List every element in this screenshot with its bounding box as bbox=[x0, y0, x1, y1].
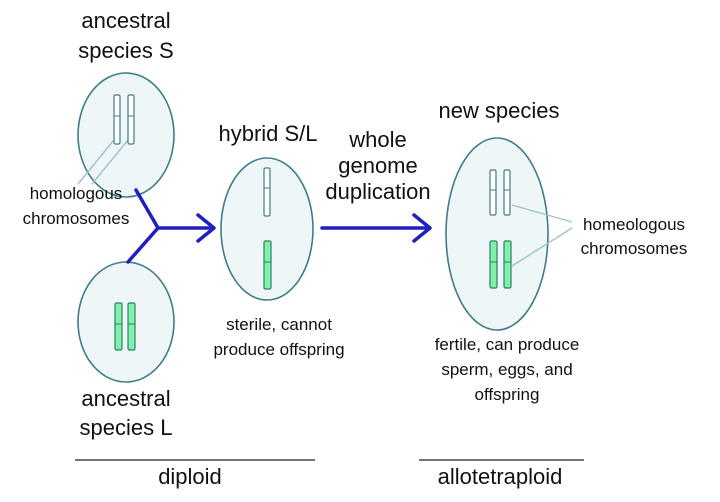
duplication-label: duplication bbox=[325, 179, 430, 204]
chromosome-s bbox=[503, 169, 511, 216]
hybridization-arrowhead bbox=[196, 213, 216, 243]
ancestral-l-label: species L bbox=[80, 415, 173, 440]
new-species-cell bbox=[445, 137, 549, 331]
sterile-note: produce offspring bbox=[213, 340, 344, 359]
hybridization-arrow bbox=[126, 188, 212, 264]
allotetraploid-label: allotetraploid bbox=[438, 464, 563, 489]
fertile-note: sperm, eggs, and bbox=[441, 360, 572, 379]
ancestral-l-label: ancestral bbox=[81, 386, 170, 411]
duplication-label: genome bbox=[338, 153, 418, 178]
homeologous-label: homeologous bbox=[583, 215, 685, 234]
duplication-label: whole bbox=[348, 127, 406, 152]
homologous-pointer-line bbox=[91, 139, 129, 185]
chromosome-l bbox=[114, 302, 123, 351]
ancestral-s-label: ancestral bbox=[81, 8, 170, 33]
homeologous-pointer-line bbox=[511, 227, 573, 267]
homeologous-label: chromosomes bbox=[581, 239, 688, 258]
new-species-label: new species bbox=[438, 98, 559, 123]
hybrid-cell bbox=[220, 157, 314, 301]
hybrid-label: hybrid S/L bbox=[218, 121, 317, 146]
chromosome-l bbox=[263, 240, 272, 290]
chromosome-s bbox=[489, 169, 497, 216]
ancestral-s-cell bbox=[77, 72, 175, 198]
homologous-label: homologous bbox=[30, 184, 123, 203]
chromosome-s bbox=[127, 94, 135, 145]
sterile-note: sterile, cannot bbox=[226, 315, 332, 334]
chromosome-l bbox=[127, 302, 136, 351]
chromosome-s bbox=[263, 167, 271, 217]
chromosome-l bbox=[489, 240, 498, 289]
ancestral-l-cell bbox=[77, 261, 175, 383]
chromosome-l bbox=[503, 240, 512, 289]
ancestral-s-label: species S bbox=[78, 38, 173, 63]
homeologous-pointer-line bbox=[511, 204, 573, 223]
fertile-note: offspring bbox=[475, 385, 540, 404]
diploid-label: diploid bbox=[158, 464, 222, 489]
homologous-label: chromosomes bbox=[23, 209, 130, 228]
duplication-arrowhead bbox=[412, 213, 432, 243]
homologous-pointer-line bbox=[77, 139, 115, 185]
fertile-note: fertile, can produce bbox=[435, 335, 580, 354]
chromosome-s bbox=[113, 94, 121, 145]
